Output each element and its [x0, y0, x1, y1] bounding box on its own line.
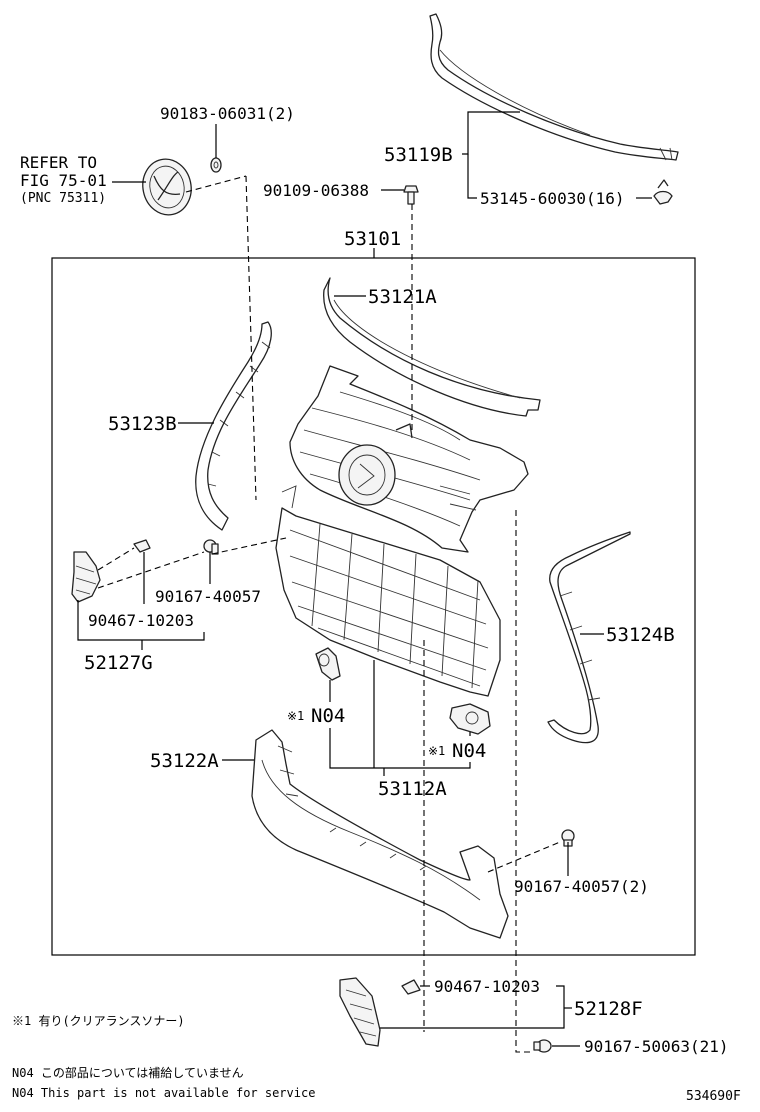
- label-53123b: 53123B: [108, 413, 177, 435]
- label-pnc-75311: (PNC 75311): [20, 191, 106, 206]
- bracket-52128f-icon: [339, 977, 381, 1047]
- nut-90183-icon: [210, 157, 222, 173]
- sonar-sensor-right-icon: [449, 703, 491, 735]
- diagram-id: 534690F: [686, 1089, 741, 1104]
- label-n04-right-mark: ※1: [428, 744, 445, 758]
- molding-53123b-icon: [195, 321, 272, 531]
- label-n04-left-mark: ※1: [287, 709, 304, 723]
- molding-53124b-icon: [547, 531, 631, 744]
- note-clearance-sonar: ※1 有り(クリアランスソナー): [12, 1014, 185, 1028]
- label-fig-75-01: FIG 75-01: [20, 171, 107, 190]
- label-90167-40057-left: 90167-40057: [155, 587, 261, 606]
- label-53121a: 53121A: [368, 286, 437, 308]
- label-n04-left: N04: [311, 705, 345, 727]
- assembly-frame-53101: [51, 257, 696, 956]
- label-n04-right: N04: [452, 740, 486, 762]
- molding-53121a-icon: [323, 277, 541, 417]
- screw-90167-50063-icon: [533, 1039, 552, 1053]
- label-53124b: 53124B: [606, 624, 675, 646]
- clip-90467-bottom-icon: [401, 979, 421, 995]
- note-n04-japanese: N04 この部品については補給していません: [12, 1065, 244, 1080]
- label-53122a: 53122A: [150, 750, 219, 772]
- sonar-sensor-left-icon: [315, 647, 341, 681]
- upper-grille-icon: [289, 365, 529, 553]
- label-90167-40057-2: 90167-40057(2): [514, 877, 649, 896]
- lower-grille-icon: [275, 485, 501, 697]
- label-90109-06388: 90109-06388: [263, 181, 369, 200]
- label-90467-10203-left: 90467-10203: [88, 611, 194, 630]
- note-n04-english: N04 This part is not available for servi…: [12, 1086, 315, 1100]
- molding-53119b-icon: [429, 13, 679, 161]
- leader-lines: [77, 111, 652, 1047]
- label-refer-to: REFER TO: [20, 153, 97, 172]
- label-90183-06031: 90183-06031(2): [160, 104, 295, 123]
- label-52127g: 52127G: [84, 652, 153, 674]
- molding-53122a-icon: [251, 729, 509, 939]
- emblem-icon: [142, 158, 192, 216]
- bolt-90109-icon: [403, 185, 419, 205]
- label-90467-10203-bottom: 90467-10203: [434, 977, 540, 996]
- clip-53145-icon: [653, 179, 673, 205]
- label-53112a: 53112A: [378, 778, 447, 800]
- label-53101: 53101: [344, 228, 401, 250]
- label-53145-60030: 53145-60030(16): [480, 189, 625, 208]
- label-90167-50063: 90167-50063(21): [584, 1037, 729, 1056]
- label-53119b: 53119B: [384, 144, 453, 166]
- screw-90167-left-icon: [203, 539, 219, 555]
- label-52128f: 52128F: [574, 998, 643, 1020]
- dashed-alignment-lines: [97, 175, 561, 1053]
- bracket-52127g-icon: [71, 551, 101, 603]
- clip-90467-left-icon: [133, 539, 151, 553]
